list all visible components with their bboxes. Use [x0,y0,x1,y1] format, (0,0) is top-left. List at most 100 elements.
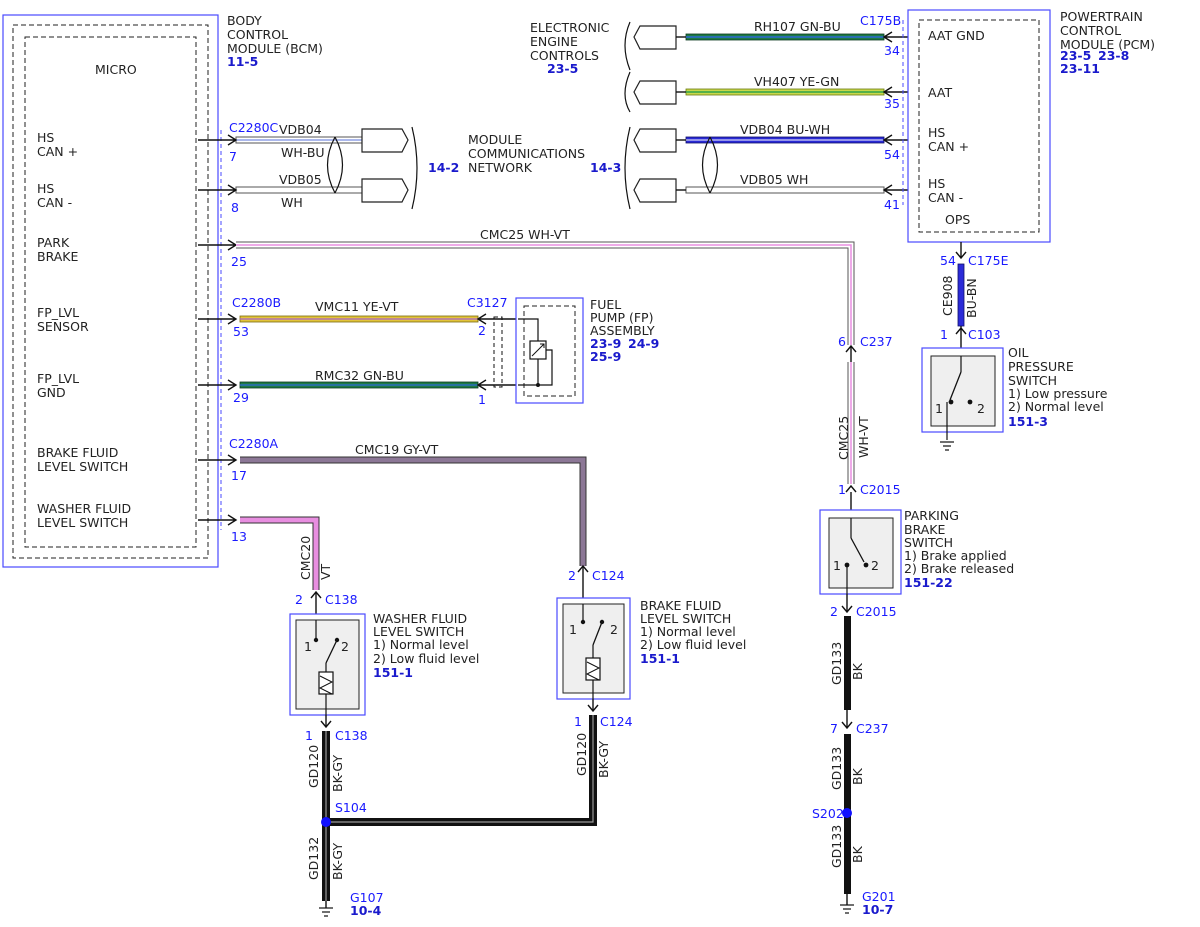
mcn-title-2: COMMUNICATIONS [468,146,585,161]
brake-fluid-title-2: LEVEL SWITCH [640,611,731,626]
wire-label-cmc19: CMC19 GY-VT [355,442,439,457]
wire-vdb05-right[interactable] [633,178,918,203]
oil-title-3: SWITCH [1008,373,1057,388]
ground-g201: G201 [862,889,896,904]
wire-label-vmc11: VMC11 YE-VT [315,299,399,314]
bcm-pin-brake-fluid-2: LEVEL SWITCH [37,459,128,474]
wire-label-gd133-c-code: GD133 [829,825,844,868]
wire-label-gd120-b-color: BK-GY [596,741,611,778]
ground-g201-ref[interactable]: 10-7 [862,902,893,917]
wire-label-whbu-left: WH-BU [281,145,325,160]
brace-right-icon [624,126,631,210]
oil-pressure-switch[interactable] [921,347,1004,440]
connector-c2015-bottom: C2015 [856,604,897,619]
pin-41: 41 [884,197,900,212]
washer-title-1: WASHER FLUID [373,611,467,626]
bcm-pin-brake-fluid-1: BRAKE FLUID [37,445,118,460]
pin-c237-6: 6 [838,334,846,349]
wire-cmc20[interactable] [198,514,322,614]
pcm-module[interactable]: AAT GND AAT HS CAN + HS CAN - OPS [907,9,1051,243]
parking-pin-2: 2 [871,558,879,573]
pcm-pin-hs-can-plus-1: HS [928,125,945,140]
fuel-pump-title-2: PUMP (FP) [590,310,653,325]
connector-c3127: C3127 [467,295,508,310]
wire-ce908[interactable] [955,242,967,348]
pin-c2015-1: 1 [838,482,846,497]
washer-ref[interactable]: 151-1 [373,665,413,680]
oil-pin-2: 2 [977,401,985,416]
parking-brake-switch[interactable] [819,509,902,595]
pin-53: 53 [233,324,249,339]
mcn-ref-right[interactable]: 14-3 [590,160,621,175]
connector-c138-top: C138 [325,592,358,607]
pcm-pin-hs-can-minus-1: HS [928,176,945,191]
mcn-ref-left[interactable]: 14-2 [428,160,459,175]
mcn-title-3: NETWORK [468,160,533,175]
bcm-ref[interactable]: 11-5 [227,54,258,69]
wire-vh407[interactable] [633,80,918,105]
connector-c124-top: C124 [592,568,625,583]
brake-fluid-level-switch[interactable] [556,597,631,700]
pcm-ref-3[interactable]: 23-11 [1060,61,1100,76]
wire-label-gd133-a-color: BK [850,662,865,680]
ground-g107-ref[interactable]: 10-4 [350,903,382,918]
washer-fluid-level-switch[interactable] [289,613,366,716]
wire-label-vdb05-right: VDB05 WH [740,172,808,187]
parking-state-2: 2) Brake released [904,561,1014,576]
oil-title-2: PRESSURE [1008,359,1074,374]
wire-vdb04-left[interactable] [198,128,409,153]
oil-state-1: 1) Low pressure [1008,386,1108,401]
brake-fluid-ref[interactable]: 151-1 [640,651,680,666]
wire-vdb04-right[interactable] [633,128,918,153]
wire-label-gd133-b-color: BK [850,767,865,785]
connector-c2280b: C2280B [232,295,281,310]
pin-29: 29 [233,390,249,405]
pin-c138-2: 2 [295,592,303,607]
brace-eec-icon [624,21,631,113]
wire-vdb05-left[interactable] [198,178,409,203]
pin-c124-1: 1 [574,714,582,729]
wire-cmc25[interactable] [198,239,857,510]
fuel-pump-ref-3[interactable]: 25-9 [590,349,621,364]
wire-label-vdb05-left: VDB05 [279,172,322,187]
pcm-ref-2[interactable]: 23-8 [1098,48,1129,63]
pin-c2015-2: 2 [830,604,838,619]
wire-label-gd120-a-color: BK-GY [330,755,345,792]
bcm-module[interactable]: MICRO HS CAN + HS CAN - PARK BRAKE FP_LV… [2,14,219,568]
pcm-ref-1[interactable]: 23-5 [1060,48,1091,63]
eec-ref[interactable]: 23-5 [547,61,578,76]
wire-rh107[interactable] [633,25,918,50]
ground-g107-icon [319,907,333,917]
fuel-pump-assembly[interactable] [515,297,584,404]
pcm-pin-hs-can-minus-2: CAN - [928,190,963,205]
wire-label-cmc25-v-code: CMC25 [836,416,851,460]
wire-gd120-gd132[interactable] [320,699,599,908]
oil-ref[interactable]: 151-3 [1008,414,1048,429]
wire-label-gd120-b-code: GD120 [574,733,589,776]
washer-state-2: 2) Low fluid level [373,651,479,666]
wire-label-cmc25-v-color: WH-VT [856,416,871,458]
wire-label-wh-left: WH [281,195,303,210]
wire-vmc11[interactable] [198,313,518,325]
brake-fluid-state-2: 2) Low fluid level [640,637,746,652]
oil-state-2: 2) Normal level [1008,399,1104,414]
bcm-micro-label: MICRO [95,62,137,77]
pin-35: 35 [884,96,900,111]
parking-title-1: PARKING [904,508,959,523]
bcm-title-2: CONTROL [227,27,288,42]
eec-title-1: ELECTRONIC [530,20,610,35]
wire-cmc19[interactable] [198,454,589,598]
connector-c2280a: C2280A [229,436,279,451]
bcm-pin-washer-fluid-1: WASHER FLUID [37,501,131,516]
fuel-pump-ref-1[interactable]: 23-9 [590,336,621,351]
wire-label-vdb04-right: VDB04 BU-WH [740,122,830,137]
pcm-pin-aat: AAT [928,85,952,100]
wire-label-cmc20-code: CMC20 [298,536,313,580]
pin-c3127-1: 1 [478,392,486,407]
wire-rmc32[interactable] [198,379,518,391]
pin-25: 25 [231,254,247,269]
parking-ref[interactable]: 151-22 [904,575,953,590]
fuel-pump-ref-2[interactable]: 24-9 [628,336,659,351]
washer-pin-2: 2 [341,639,349,654]
pin-34: 34 [884,43,900,58]
